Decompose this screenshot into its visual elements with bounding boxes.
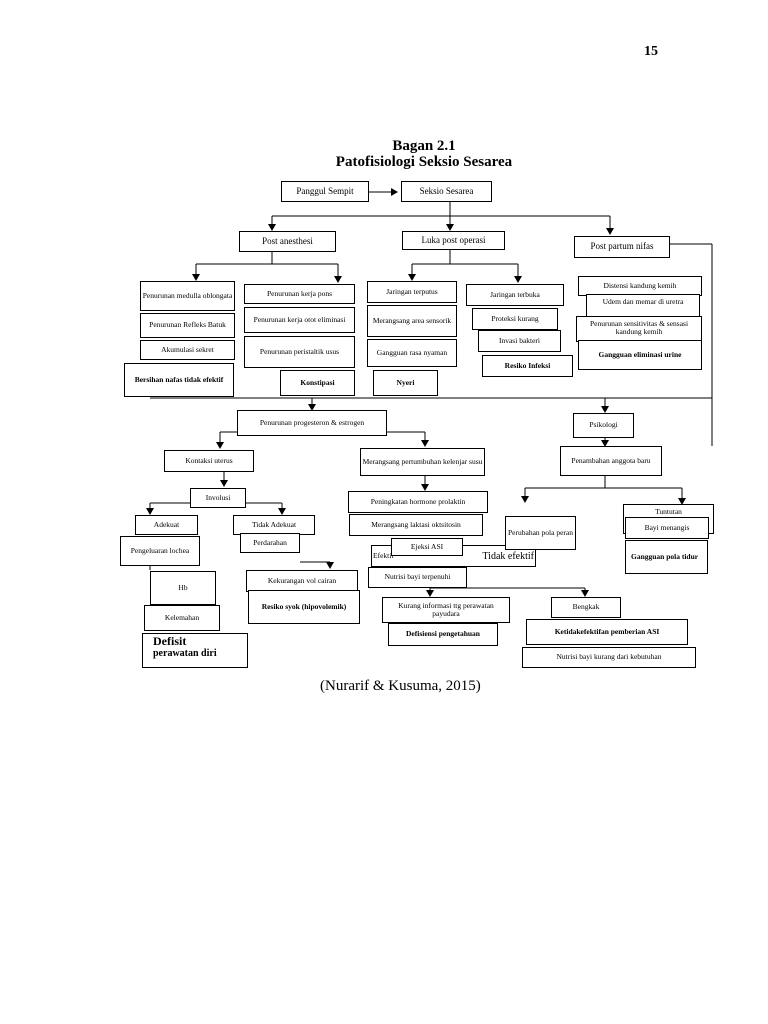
node-penambahan-anggota: Penambahan anggota baru — [560, 446, 662, 476]
node-tidak-adekuat: Tidak Adekuat — [233, 515, 315, 535]
node-penurunan-refleks: Penurunan Refleks Batuk — [140, 313, 235, 338]
node-kekurangan-vol-cairan: Kekurangan vol cairan — [246, 570, 358, 592]
node-akumulasi-sekret: Akumulasi sekret — [140, 340, 235, 360]
node-post-anesthesi: Post anesthesi — [239, 231, 336, 252]
node-perubahan-pola-peran: Perubahan pola peran — [505, 516, 576, 550]
page-number: 15 — [644, 44, 658, 59]
node-kurang-informasi: Kurang informasi ttg perawatan payudara — [382, 597, 510, 623]
node-gangguan-pola-tidur: Gangguan pola tidur — [625, 540, 708, 574]
node-invasi-bakteri: Invasi bakteri — [478, 330, 561, 352]
diagram-subtitle: Patofisiologi Seksio Sesarea — [335, 154, 513, 170]
node-jaringan-terputus: Jaringan terputus — [367, 281, 457, 303]
tidak-efektif-label: Tidak efektif — [482, 550, 534, 562]
node-penurunan-pons: Penurunan kerja pons — [244, 284, 355, 304]
node-resiko-infeksi: Resiko Infeksi — [482, 355, 573, 377]
efektif-label: Efektif — [373, 550, 394, 560]
node-penurunan-peristaltik: Penurunan peristaltik usus — [244, 336, 355, 368]
node-defisiensi-pengetahuan: Defisiensi pengetahuan — [388, 623, 498, 646]
node-distensi: Distensi kandung kemih — [578, 276, 702, 296]
node-nyeri: Nyeri — [373, 370, 438, 396]
node-resiko-syok: Resiko syok (hipovolemik) — [248, 590, 360, 624]
node-bersihan-nafas: Bersihan nafas tidak efektif — [124, 363, 234, 397]
node-adekuat: Adekuat — [135, 515, 198, 535]
node-panggul-sempit: Panggul Sempit — [281, 181, 369, 202]
node-proteksi-kurang: Proteksi kurang — [472, 308, 558, 330]
node-hb: Hb — [150, 571, 216, 605]
node-post-partum-nifas: Post partum nifas — [574, 236, 670, 258]
node-psikologi: Psikologi — [573, 413, 634, 438]
node-gangguan-rasa-nyaman: Gangguan rasa nyaman — [367, 339, 457, 367]
node-defisit-perawatan-diri: Defisit perawatan diri — [142, 633, 248, 668]
node-penurunan-progesteron: Penurunan progesteron & estrogen — [237, 410, 387, 436]
node-merangsang-kelenjar: Merangsang pertumbuhan kelenjar susu — [360, 448, 485, 476]
node-pengeluaran-lochea: Pengeluaran lochea — [120, 536, 200, 566]
node-bayi-menangis: Bayi menangis — [625, 517, 709, 539]
node-konstipasi: Konstipasi — [280, 370, 355, 396]
node-luka-post-operasi: Luka post operasi — [402, 231, 505, 250]
node-kelemahan: Kelemahan — [144, 605, 220, 631]
node-nutrisi-kurang: Nutrisi bayi kurang dari kebutuhan — [522, 647, 696, 668]
node-perdarahan: Perdarahan — [240, 533, 300, 553]
defisit-line1: Defisit — [153, 634, 187, 648]
node-penurunan-sensitivitas: Penurunan sensitivitas & sensasi kandung… — [576, 316, 702, 342]
diagram-title: Bagan 2.1 — [392, 138, 456, 154]
node-merangsang-oktsitosin: Merangsang laktasi oktsitosin — [349, 514, 483, 536]
node-ejeksi-asi: Ejeksi ASI — [391, 538, 463, 556]
source-citation: (Nurarif & Kusuma, 2015) — [320, 678, 481, 694]
node-bengkak: Bengkak — [551, 597, 621, 618]
node-gangguan-eliminasi: Gangguan eliminasi urine — [578, 340, 702, 370]
node-ketidakefektifan-asi: Ketidakefektifan pemberian ASI — [526, 619, 688, 645]
node-penurunan-otot: Penurunan kerja otot eliminasi — [244, 307, 355, 333]
node-kontraksi-uterus: Kontaksi uterus — [164, 450, 254, 472]
node-nutrisi-terpenuhi: Nutrisi bayi terpenuhi — [368, 567, 467, 588]
node-peningkatan-prolaktin: Peningkatan hormone prolaktin — [348, 491, 488, 513]
node-jaringan-terbuka: Jaringan terbuka — [466, 284, 564, 306]
node-penurunan-medulla: Penurunan medulla oblongata — [140, 281, 235, 311]
node-merangsang-sensorik: Merangsang area sensorik — [367, 305, 457, 337]
node-involusi: Involusi — [190, 488, 246, 508]
defisit-line2: perawatan diri — [153, 648, 217, 660]
node-seksio-sesarea: Seksio Sesarea — [401, 181, 492, 202]
